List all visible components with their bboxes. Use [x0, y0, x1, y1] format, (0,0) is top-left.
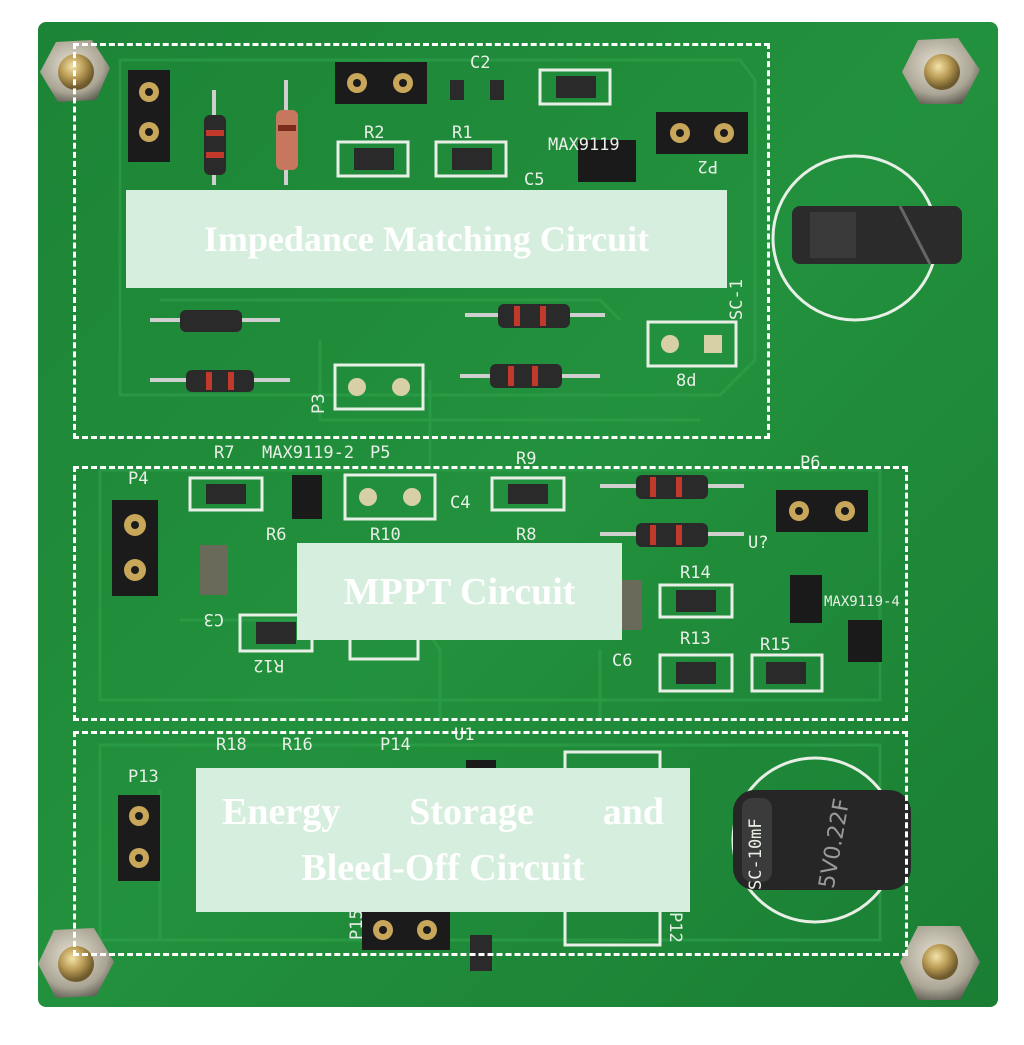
silk-sc1: SC-1	[727, 279, 747, 320]
silk-r8: R8	[516, 525, 536, 545]
header-connectors	[112, 62, 868, 950]
mppt-label: MPPT Circuit	[297, 543, 622, 640]
silk-p14: P14	[380, 735, 411, 755]
pcb-traces	[98, 58, 882, 942]
supercapacitor-sc10mf	[731, 756, 911, 924]
silk-c3: C3	[204, 609, 224, 629]
silk-c5: C5	[524, 170, 544, 190]
silk-p13: P13	[128, 767, 159, 787]
diodes	[150, 80, 744, 547]
silk-p3: P3	[309, 394, 329, 414]
silk-c4: C4	[450, 493, 470, 513]
silk-p5: P5	[370, 443, 390, 463]
silk-r13: R13	[680, 629, 711, 649]
silk-r6: R6	[266, 525, 286, 545]
mounting-screw-top-right	[902, 38, 980, 104]
energy-label-line2: Bleed-Off Circuit	[301, 847, 585, 889]
silk-r7: R7	[214, 443, 234, 463]
silk-p12: P12	[665, 912, 685, 943]
supercapacitor-sc1	[771, 154, 962, 322]
silk-r14: R14	[680, 563, 711, 583]
silk-max9119: MAX9119	[548, 135, 620, 155]
silk-p15: P15	[347, 909, 367, 940]
silk-p8: 8d	[676, 371, 696, 391]
energy-label-word: and	[602, 791, 664, 833]
mppt-region-outline	[73, 466, 908, 721]
mounting-screw-bottom-right	[900, 926, 980, 1000]
energy-label-word: Storage	[409, 791, 534, 833]
impedance-matching-label-text: Impedance Matching Circuit	[203, 219, 650, 259]
silk-r18: R18	[216, 735, 247, 755]
silk-u1: U1	[454, 725, 474, 745]
silk-c6: C6	[612, 651, 632, 671]
impedance-matching-label: Impedance Matching Circuit	[126, 190, 727, 288]
silk-p4: P4	[128, 469, 148, 489]
energy-label-word: Energy	[222, 791, 341, 833]
energy-label-line1: Energy Storage and	[222, 790, 664, 834]
mppt-label-text: MPPT Circuit	[343, 570, 576, 613]
silk-r10: R10	[370, 525, 401, 545]
silk-r2: R2	[364, 123, 384, 143]
silk-r9: R9	[516, 449, 536, 469]
silk-r15: R15	[760, 635, 791, 655]
silk-r1: R1	[452, 123, 472, 143]
silk-r16: R16	[282, 735, 313, 755]
silk-sc10mf: SC-10mF	[746, 818, 766, 890]
energy-storage-label: Energy Storage and Bleed-Off Circuit	[196, 768, 690, 912]
silk-c2: C2	[470, 53, 490, 73]
silk-r12: R12	[253, 655, 284, 675]
energy-region-outline	[73, 731, 908, 956]
silk-max9119-2: MAX9119-2	[262, 443, 354, 463]
impedance-region-outline	[73, 43, 770, 439]
smd-components	[200, 76, 806, 971]
pad-fills	[348, 335, 722, 506]
silk-max9119-4: MAX9119-4	[824, 594, 900, 610]
silk-u7: U?	[748, 533, 768, 553]
silk-p2: P2	[698, 156, 718, 176]
